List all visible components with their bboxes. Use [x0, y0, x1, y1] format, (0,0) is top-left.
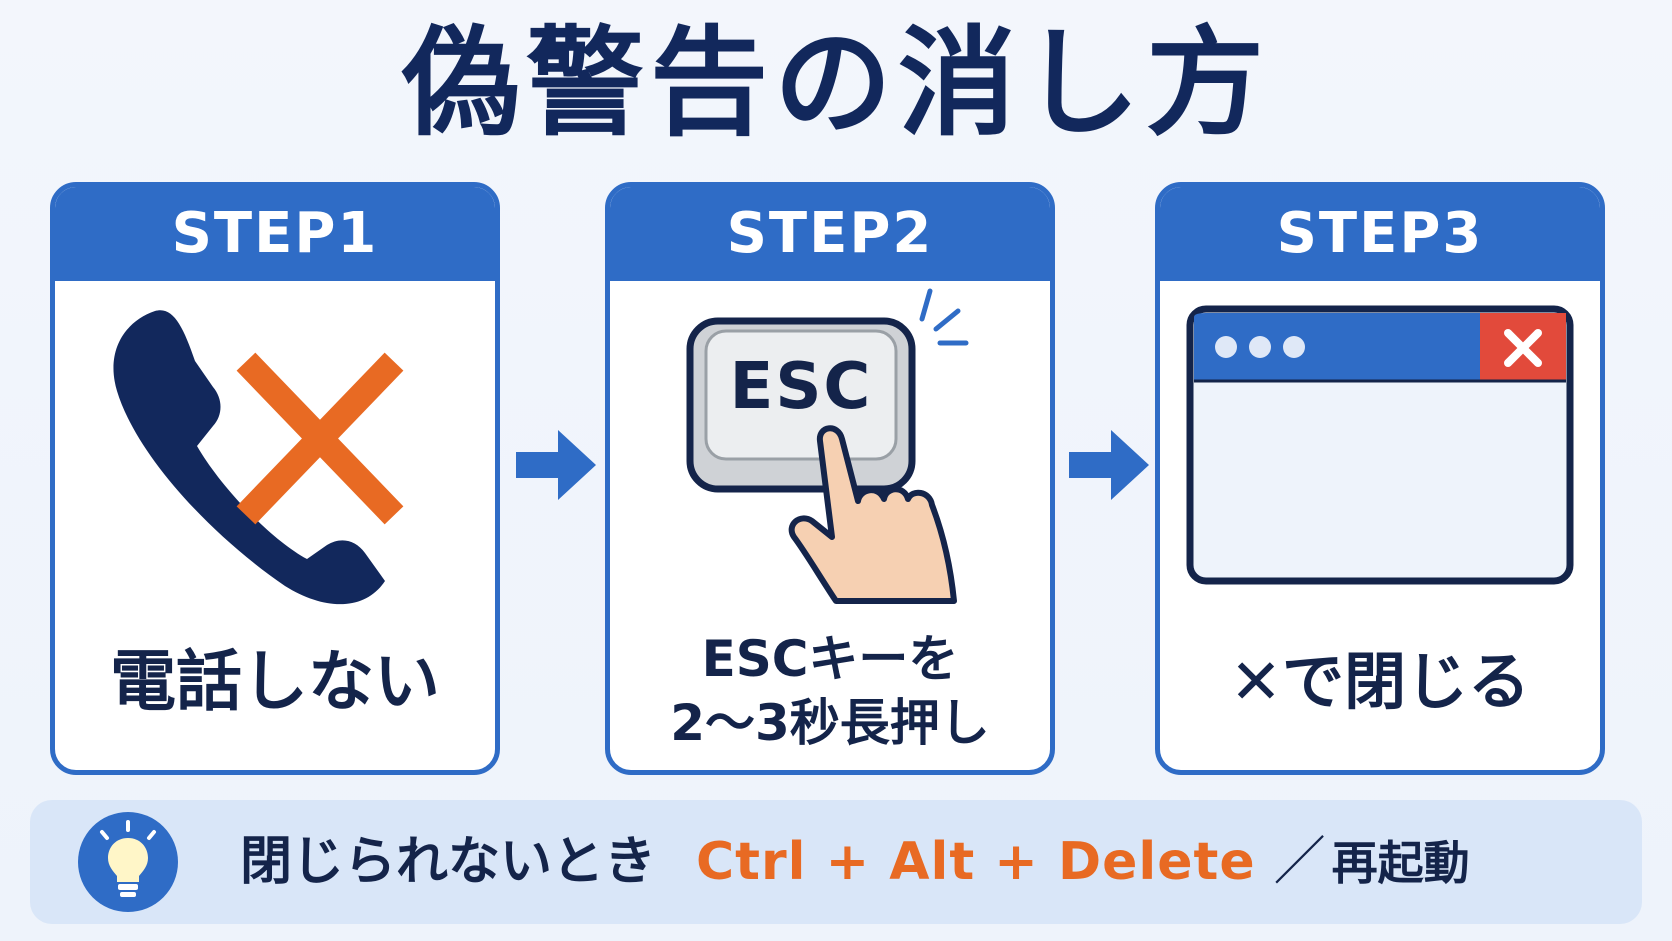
esc-key-label: ESC	[729, 350, 873, 424]
tip-condition: 閉じられないとき	[240, 832, 657, 892]
step-label: 電話しない	[110, 643, 440, 720]
step-label: ✕で閉じる	[1230, 645, 1530, 718]
browser-window-close-icon	[1160, 281, 1600, 621]
step-card-2: STEP2 ESC ESCキーを 2〜3秒長押し	[605, 182, 1055, 775]
arrow-right-icon	[1065, 420, 1155, 510]
arrow-right-icon	[512, 420, 602, 510]
step-card-3: STEP3 ✕で閉じる	[1155, 182, 1605, 775]
step-header: STEP2	[610, 187, 1050, 281]
tip-alternative: 再起動	[1331, 836, 1470, 890]
step-header: STEP3	[1160, 187, 1600, 281]
tip-keys: Ctrl + Alt + Delete	[696, 832, 1256, 892]
phone-cross-icon	[55, 281, 495, 621]
step-header: STEP1	[55, 187, 495, 281]
step-label-line-2: 2〜3秒長押し	[670, 694, 990, 752]
tip-text: 閉じられないとき Ctrl + Alt + Delete ／再起動	[240, 800, 1470, 924]
step-card-1: STEP1 電話しない	[50, 182, 500, 775]
step-label-line-1: ESCキーを	[701, 630, 959, 688]
esc-key-press-icon: ESC	[610, 281, 1050, 621]
tip-separator: ／	[1273, 832, 1326, 892]
lightbulb-icon	[76, 810, 180, 914]
step-label: ESCキーを 2〜3秒長押し	[610, 627, 1050, 755]
page-title: 偽警告の消し方	[401, 14, 1270, 152]
tip-bar: 閉じられないとき Ctrl + Alt + Delete ／再起動	[30, 800, 1642, 924]
